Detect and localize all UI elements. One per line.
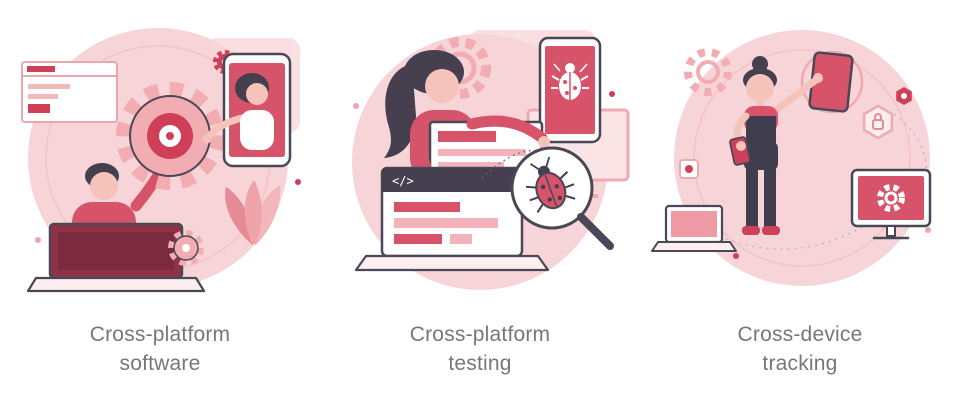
leg xyxy=(764,166,776,228)
cross-device-tracking-illustration xyxy=(651,30,932,286)
decor-circle xyxy=(693,49,911,267)
bug-icon xyxy=(551,63,589,100)
shoe xyxy=(742,226,760,235)
caption-line: software xyxy=(119,352,201,375)
face xyxy=(425,69,459,103)
small-laptop xyxy=(651,204,737,252)
decor-dot xyxy=(609,91,615,97)
browser-window-icon xyxy=(21,61,118,123)
caption-line: tracking xyxy=(762,352,838,375)
laptop-base xyxy=(26,276,206,293)
caption-cross-device-tracking: Cross-device tracking xyxy=(738,320,863,378)
ladybug-icon xyxy=(525,156,576,213)
leg xyxy=(746,166,758,228)
caption-line: Cross-platform xyxy=(89,323,231,346)
face xyxy=(246,83,268,105)
decor-dot xyxy=(733,253,739,259)
caption-line: Cross-platform xyxy=(409,323,551,346)
decor-dot xyxy=(35,237,41,243)
decor-dot xyxy=(353,103,359,109)
hair-wave xyxy=(384,64,416,158)
caption-cross-platform-software: Cross-platform software xyxy=(90,320,231,378)
connection-line xyxy=(693,215,881,250)
code-line xyxy=(450,234,472,244)
monitor-with-gear xyxy=(850,168,932,240)
square-dot-badge xyxy=(679,159,699,179)
hand xyxy=(813,73,823,83)
window-text-line xyxy=(438,149,526,156)
magnifier-handle xyxy=(577,213,614,250)
gear-icon xyxy=(877,184,905,212)
arm xyxy=(466,115,548,144)
hand xyxy=(736,141,746,151)
gear-outline-icon xyxy=(684,48,732,96)
monitor-stand xyxy=(886,225,896,237)
laptop-base xyxy=(354,254,550,272)
decor-dot xyxy=(925,227,931,233)
red-hexagon-icon xyxy=(896,87,912,105)
hair-bun xyxy=(752,56,768,72)
laptop-screen-inner xyxy=(671,211,717,237)
caption-cross-platform-testing: Cross-platform testing xyxy=(410,320,551,378)
phone-with-bug xyxy=(538,36,602,144)
small-gear-icon xyxy=(168,230,204,266)
connection-line xyxy=(893,113,928,179)
focus-circle xyxy=(800,50,864,114)
shoe xyxy=(762,226,780,235)
code-line xyxy=(394,218,498,228)
code-glyph: </> xyxy=(392,174,414,188)
gear-icon xyxy=(116,82,224,190)
torso xyxy=(240,110,274,150)
face xyxy=(90,172,118,200)
code-line xyxy=(394,234,442,244)
tester-woman xyxy=(384,50,550,186)
phone-with-woman xyxy=(202,52,292,168)
cross-platform-testing-illustration: </> xyxy=(352,30,630,290)
panel-cross-platform-testing: </> xyxy=(320,0,640,378)
magnifier-with-bug xyxy=(481,146,614,250)
code-line xyxy=(394,202,460,212)
window-text-line xyxy=(438,162,504,169)
cross-platform-software-illustration xyxy=(21,28,301,293)
hand xyxy=(538,136,550,148)
window-title-bar xyxy=(438,131,496,142)
caption-line: testing xyxy=(448,352,512,375)
hand xyxy=(202,134,212,144)
overall-chest xyxy=(746,116,776,146)
neck xyxy=(756,100,764,108)
laptop-screen-inner xyxy=(58,232,174,270)
caption-line: Cross-device xyxy=(737,323,863,346)
decor-dot xyxy=(295,179,301,185)
developer-at-laptop xyxy=(26,154,206,293)
panel-cross-device-tracking: Cross-device tracking xyxy=(640,0,960,378)
plant xyxy=(225,180,281,245)
panel-cross-platform-software: Cross-platform software xyxy=(0,0,320,378)
hexagon-lock-icon xyxy=(862,104,894,140)
overall-hips xyxy=(744,142,778,170)
tracking-woman xyxy=(729,56,823,235)
face xyxy=(746,74,774,102)
laptop-base xyxy=(651,241,737,252)
raised-arm xyxy=(770,76,820,116)
